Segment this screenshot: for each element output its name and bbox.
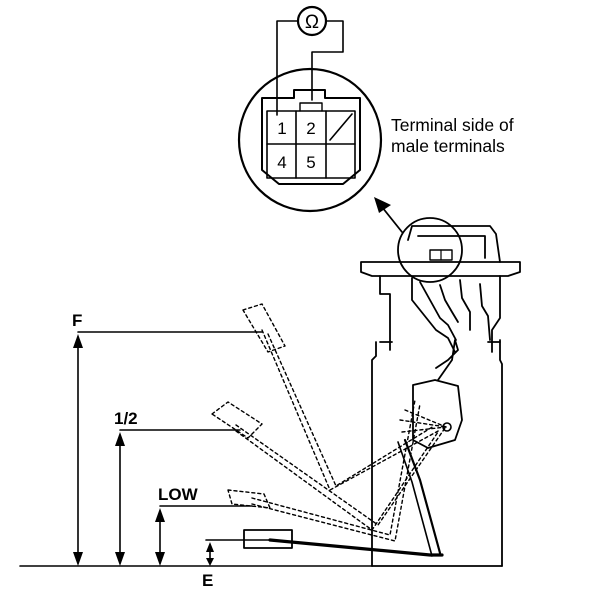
float-arm-positions: [211, 303, 447, 542]
connector-zoom-circle: [237, 67, 383, 213]
float-arm-empty: [243, 438, 444, 557]
level-full-label: F: [72, 311, 82, 330]
terminal-4-label: 4: [277, 153, 286, 172]
level-scale: [19, 331, 373, 567]
ohm-symbol: Ω: [305, 12, 319, 33]
level-half-label: 1/2: [114, 409, 138, 428]
level-low-label: LOW: [158, 485, 199, 504]
level-empty-label: E: [202, 571, 213, 590]
terminal-1-label: 1: [277, 119, 286, 138]
connector-caption-line1: Terminal side of: [391, 115, 514, 135]
detail-circle: [397, 217, 463, 283]
ohmmeter: Ω: [296, 5, 328, 37]
terminal-2-label: 2: [306, 119, 315, 138]
magnify-arrow: [374, 197, 403, 233]
connector-caption-line2: male terminals: [391, 136, 505, 156]
connector-housing: [261, 89, 361, 185]
sender-unit: [360, 217, 521, 567]
terminal-5-label: 5: [306, 153, 315, 172]
